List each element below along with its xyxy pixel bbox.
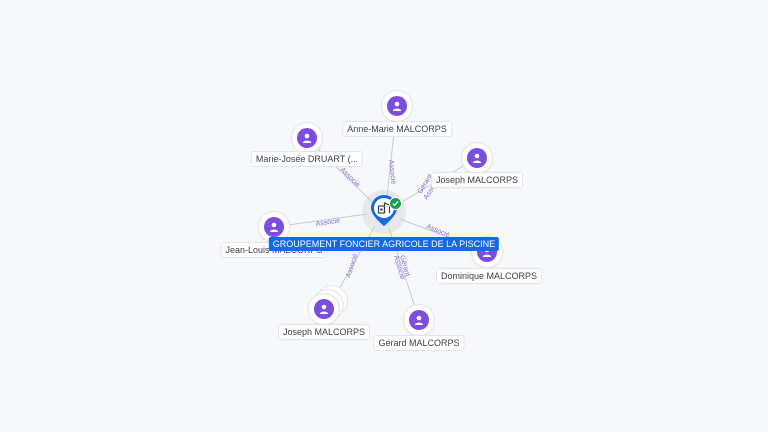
person-name-marie-josee[interactable]: Marie-Josée DRUART (... [251,152,363,166]
person-name-gerard[interactable]: Gérard MALCORPS [374,336,464,350]
person-icon [467,148,487,168]
person-node-marie-josee[interactable] [292,123,322,153]
person-name-anne-marie[interactable]: Anne-Marie MALCORPS [343,122,451,136]
person-name-joseph-right[interactable]: Joseph MALCORPS [431,173,523,187]
edge-marie-josee [306,137,373,203]
building-icon [377,202,391,214]
person-icon [409,310,429,330]
company-name-label[interactable]: GROUPEMENT FONCIER AGRICOLE DE LA PISCIN… [268,237,500,251]
edge-label-joseph-left: Associé [345,253,359,279]
person-name-joseph-left[interactable]: Joseph MALCORPS [278,325,370,339]
person-node-anne-marie[interactable] [382,91,412,121]
person-name-dominique[interactable]: Dominique MALCORPS [436,269,542,283]
edge-label-jean-louis: Associé [315,218,340,228]
edge-jean-louis [273,213,368,228]
person-icon [314,299,334,319]
person-node-gerard[interactable] [404,305,434,335]
edge-label-marie-josee: Associé [339,166,361,188]
person-node-joseph-left[interactable] [309,294,339,324]
person-node-joseph-right[interactable] [462,143,492,173]
person-icon [387,96,407,116]
edge-label-anne-marie: Associé [387,159,397,184]
person-icon [264,217,284,237]
verified-check-icon [389,197,402,210]
edge-anne-marie [386,105,398,197]
person-icon [297,128,317,148]
